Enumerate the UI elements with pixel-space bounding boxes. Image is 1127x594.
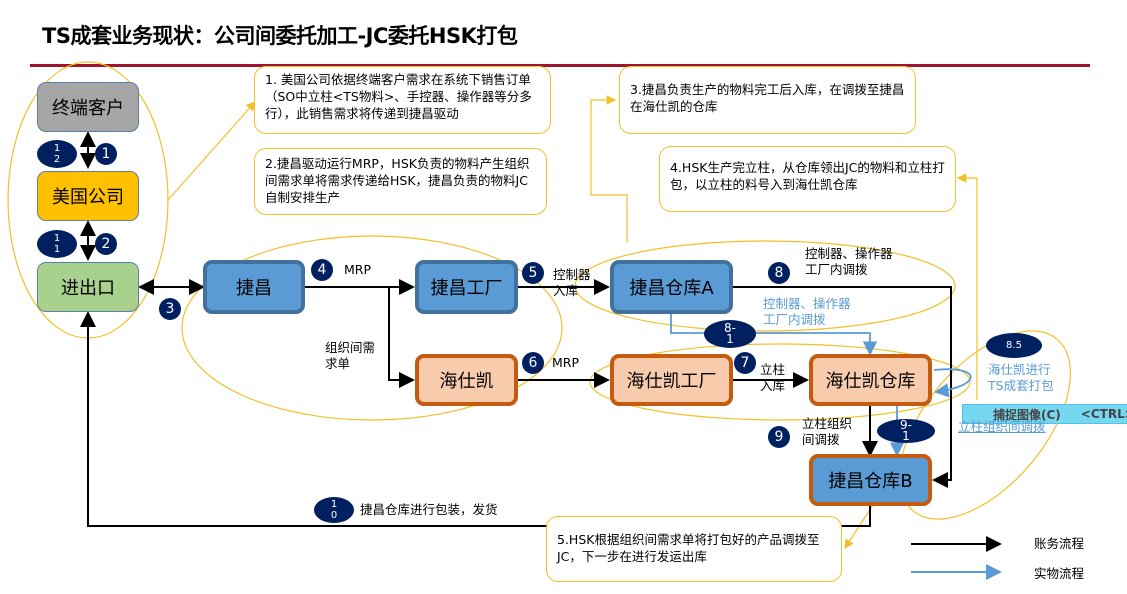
step-badge-2: 2 — [95, 233, 117, 255]
note-1: 1. 美国公司依据终端客户需求在系统下销售订单（SO中立柱<TS物料>、手控器、… — [254, 66, 551, 134]
group-ellipse-haishikai — [589, 343, 971, 421]
step-badge-8-5: 8.5 — [986, 333, 1042, 358]
step-badge-8: 8 — [768, 262, 790, 284]
step-badge-1: 1 — [95, 143, 117, 165]
step-badge-9-1: 9- 1 — [877, 419, 935, 443]
step-badge-6: 6 — [522, 352, 544, 374]
node-jiechang-warehouse-a: 捷昌仓库A — [610, 260, 733, 314]
step-badge-7: 7 — [734, 352, 756, 374]
label-pillar-transfer-black: 立柱组织间调拨 — [802, 416, 853, 447]
node-jiechang: 捷昌 — [203, 260, 305, 314]
note-3: 3.捷昌负责生产的物料完工后入库，在调拨至捷昌在海仕凯的仓库 — [619, 66, 916, 134]
step-badge-5: 5 — [522, 262, 544, 284]
label-transfer-black: 控制器、操作器工厂内调拨 — [805, 246, 893, 277]
note-5: 5.HSK根据组织间需求单将打包好的产品调拨至JC，下一步在进行发运出库 — [546, 516, 842, 582]
label-hsk-pack: 海仕凯进行TS成套打包 — [988, 362, 1054, 393]
node-jiechang-warehouse-b: 捷昌仓库B — [809, 454, 932, 506]
step-badge-4: 4 — [311, 259, 333, 281]
node-us-company: 美国公司 — [37, 171, 139, 221]
note-2: 2.捷昌驱动运行MRP，HSK负责的物料产生组织间需求单将需求传递给HSK，捷昌… — [254, 148, 547, 215]
capture-shortcut: <CTRL>< — [1080, 407, 1127, 421]
step-badge-3: 3 — [159, 298, 181, 320]
step-badge-12: 1 2 — [37, 140, 77, 168]
group-ellipse-mrp — [181, 235, 563, 421]
label-mrp-1: MRP — [344, 262, 372, 277]
label-pillar-transfer-blue: 立柱组织间调拨 — [958, 419, 1046, 434]
label-controller-in: 控制器入库 — [553, 267, 591, 298]
note-4: 4.HSK生产完立柱，从仓库领出JC的物料和立柱打包，以立柱的料号入到海仕凯仓库 — [659, 146, 956, 212]
step-badge-8-1: 8- 1 — [704, 320, 756, 348]
step-badge-10: 1 0 — [314, 497, 354, 523]
step-badge-11: 1 1 — [37, 230, 77, 258]
page-title: TS成套业务现状：公司间委托加工-JC委托HSK打包 — [42, 24, 518, 48]
node-haishikai-factory: 海仕凯工厂 — [610, 354, 733, 406]
step-badge-9: 9 — [768, 426, 790, 448]
label-transfer-blue: 控制器、操作器工厂内调拨 — [763, 296, 851, 327]
capture-overlay[interactable]: 捕捉图像(C) <CTRL>< — [962, 404, 1127, 424]
label-pillar-in: 立柱入库 — [760, 362, 786, 393]
title-divider — [30, 64, 1090, 67]
node-haishikai: 海仕凯 — [415, 354, 518, 406]
legend-financial-flow: 账务流程 — [1034, 536, 1085, 551]
label-inter-org-demand: 组织间需求单 — [325, 340, 376, 371]
node-end-customer: 终端客户 — [37, 82, 139, 132]
label-pack-ship: 捷昌仓库进行包装，发货 — [360, 502, 498, 517]
capture-label[interactable]: 捕捉图像(C) — [993, 407, 1061, 422]
node-haishikai-warehouse: 海仕凯仓库 — [809, 354, 932, 406]
node-jiechang-factory: 捷昌工厂 — [415, 260, 518, 314]
node-import-export: 进出口 — [37, 262, 139, 312]
label-mrp-2: MRP — [552, 355, 580, 370]
legend-physical-flow: 实物流程 — [1034, 566, 1085, 581]
